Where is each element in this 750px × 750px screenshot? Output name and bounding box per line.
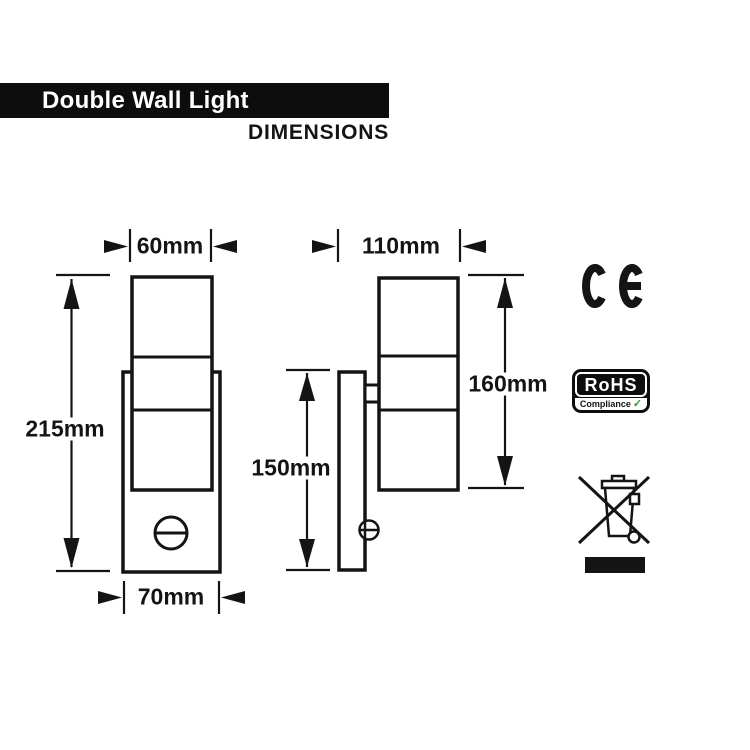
arrow-left-icon <box>221 591 245 604</box>
arrow-right-icon <box>104 240 128 253</box>
weee-bar <box>585 557 645 573</box>
check-icon: ✓ <box>632 397 643 410</box>
front-base-width-label: 70mm <box>134 585 208 609</box>
front-view-drawing <box>121 275 222 574</box>
arrow-left-icon <box>462 240 486 253</box>
ce-mark-icon <box>582 264 643 308</box>
front-overall-height-label: 215mm <box>22 417 108 441</box>
front-top-width-label: 60mm <box>133 234 207 258</box>
front-lamp-body <box>130 275 214 492</box>
side-body-height-label: 160mm <box>465 372 551 396</box>
arrow-up-icon <box>299 373 315 401</box>
dim-110mm-marks <box>312 229 486 262</box>
product-title: Double Wall Light <box>42 86 249 114</box>
dim-70mm-marks <box>98 581 245 614</box>
arrow-right-icon <box>98 591 122 604</box>
dim-60mm-marks <box>104 229 237 262</box>
side-backplate <box>337 370 367 572</box>
arrow-down-icon <box>299 539 315 567</box>
rohs-badge: RoHS Compliance ✓ <box>572 369 650 413</box>
side-depth-label: 110mm <box>358 234 444 258</box>
arrow-down-icon <box>497 456 513 486</box>
side-mount-bracket <box>363 383 381 404</box>
side-plate-height-label: 150mm <box>248 456 334 480</box>
arrow-up-icon <box>497 278 513 308</box>
dimensions-heading: DIMENSIONS <box>247 121 389 144</box>
arrow-down-icon <box>63 538 80 568</box>
arrow-right-icon <box>312 240 336 253</box>
rohs-compliance-label: Compliance <box>579 398 631 409</box>
arrow-left-icon <box>213 240 237 253</box>
rohs-title: RoHS <box>584 374 638 395</box>
side-view-drawing <box>337 276 460 572</box>
arrow-up-icon <box>63 279 80 309</box>
weee-bin-icon <box>577 474 651 573</box>
header-banner: Double Wall Light <box>0 83 389 118</box>
side-lamp-body <box>377 276 460 492</box>
